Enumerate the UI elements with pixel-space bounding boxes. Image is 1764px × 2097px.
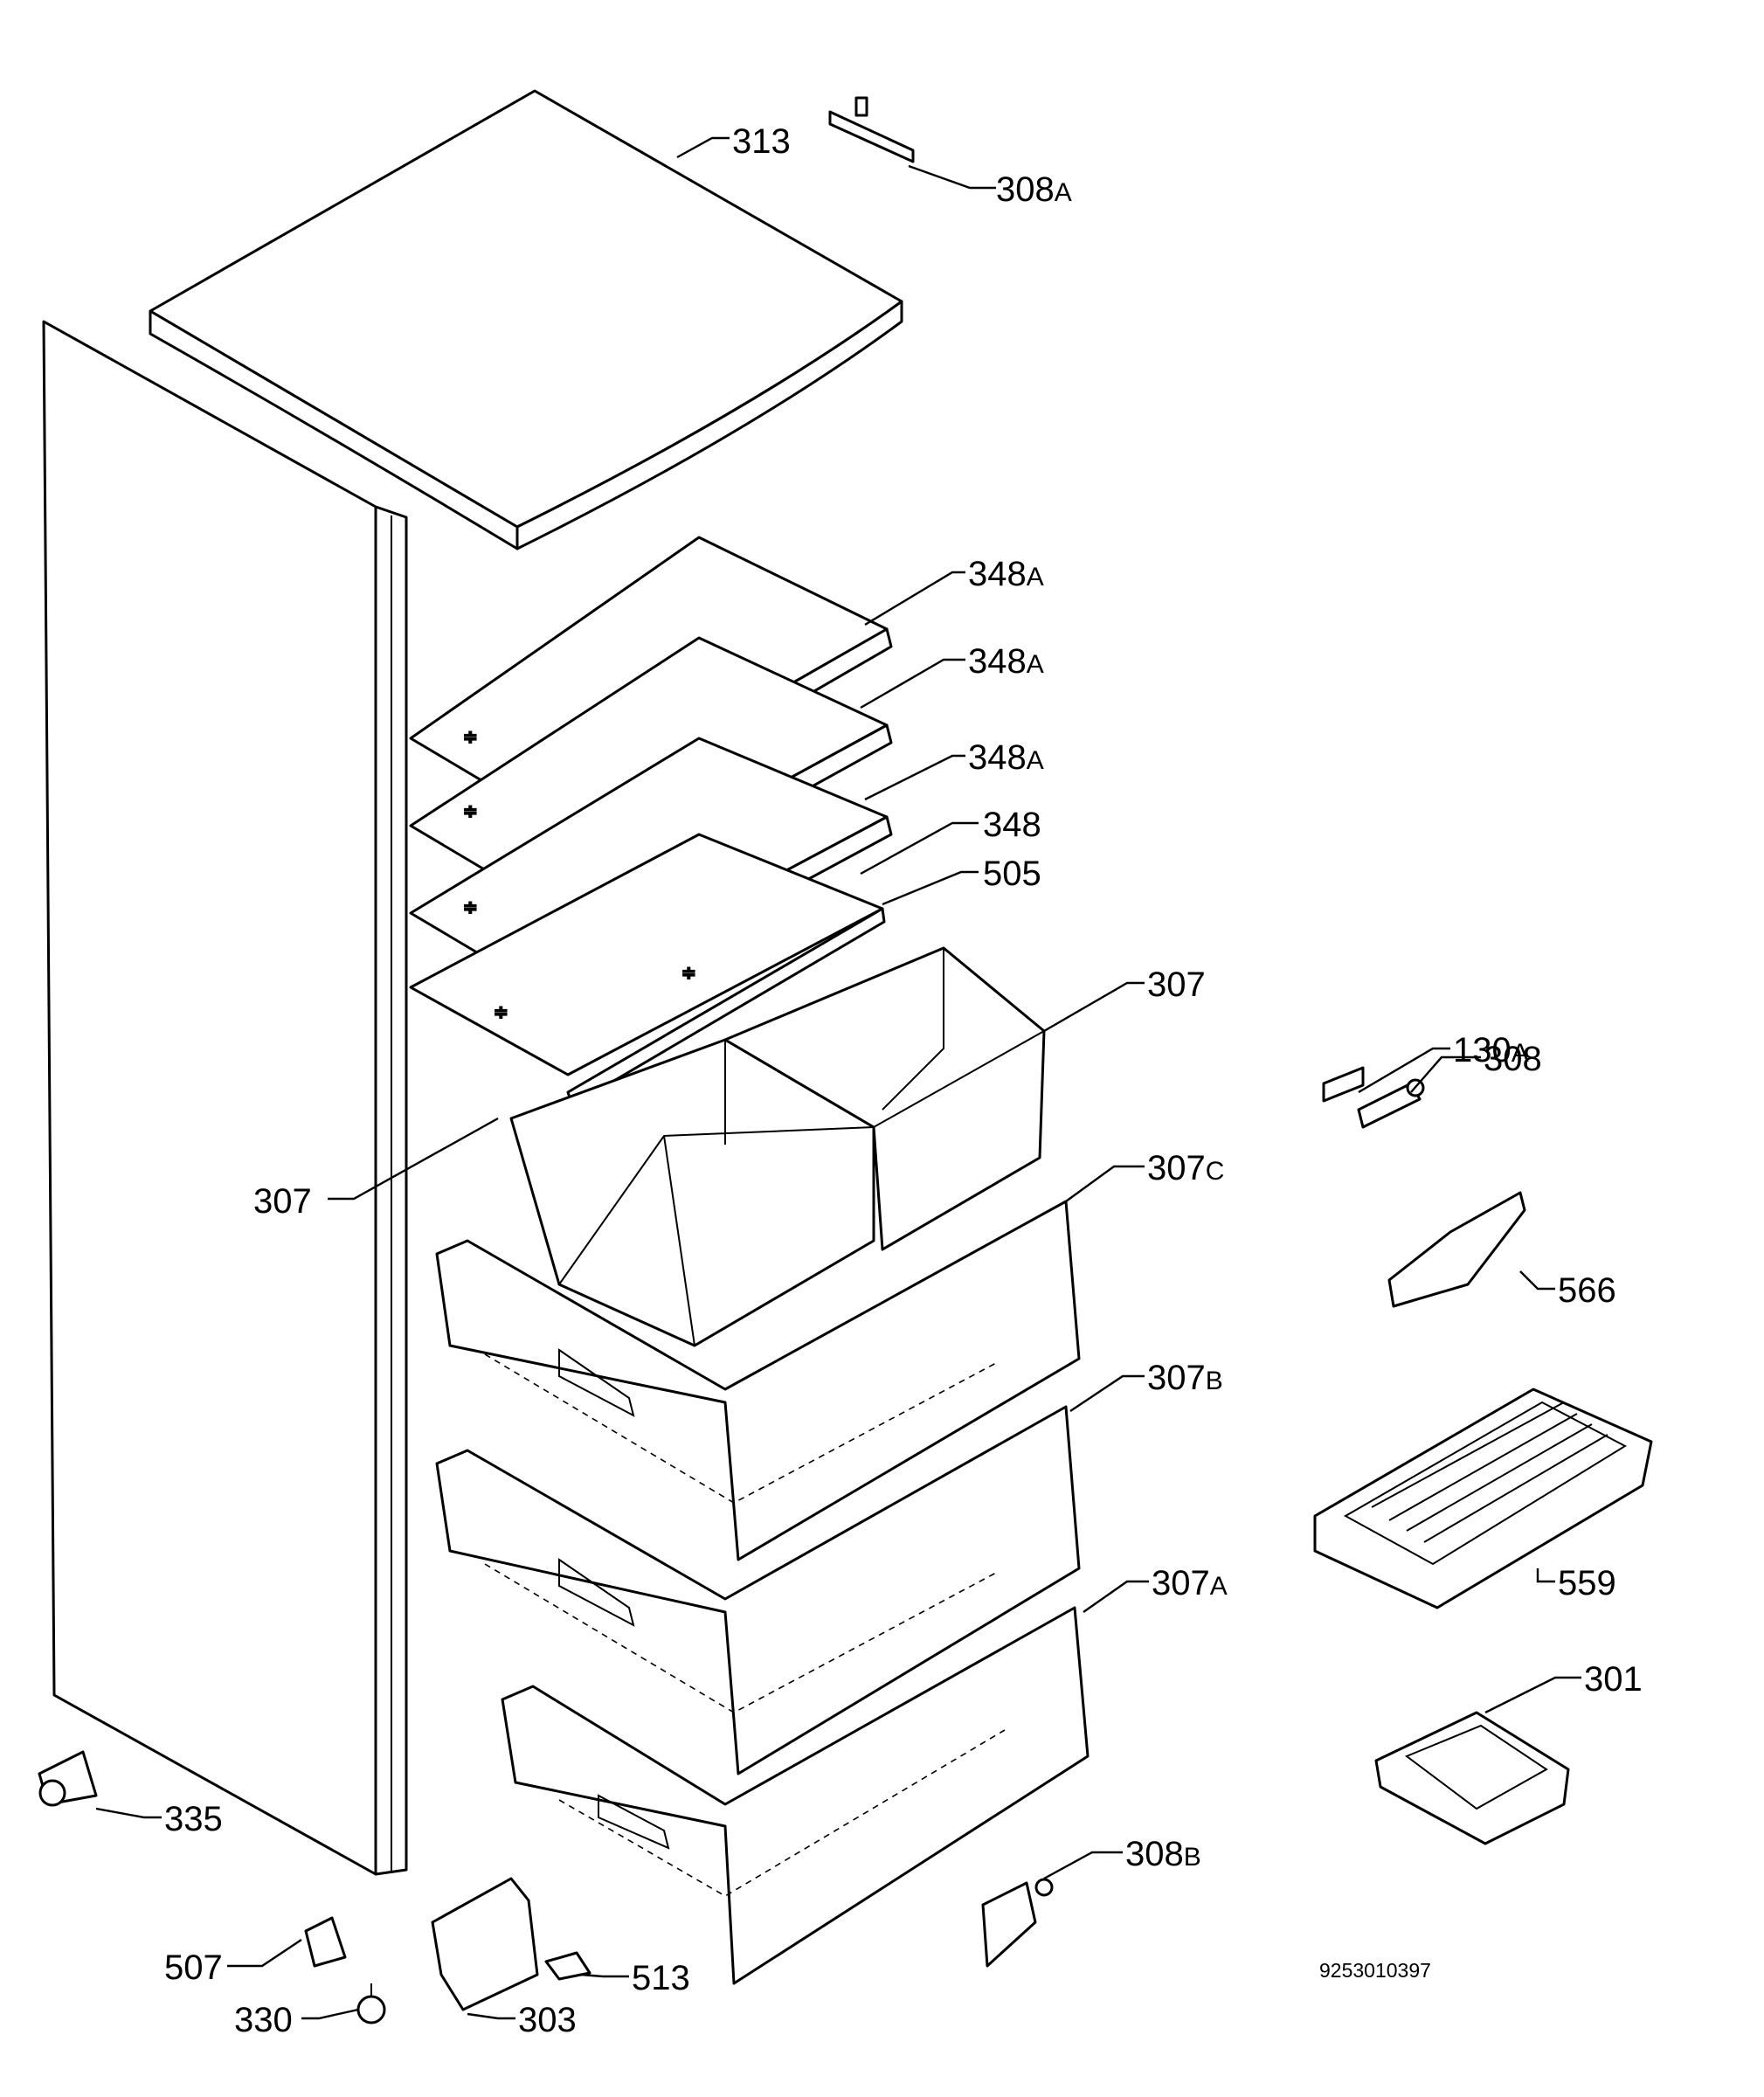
- label-313: 313: [732, 122, 791, 161]
- label-308a: 308A: [996, 170, 1072, 209]
- foot-330: [356, 1983, 386, 2024]
- drawing-reference-number: 9253010397: [1319, 1959, 1431, 1982]
- label-307a: 307A: [1152, 1564, 1228, 1602]
- hinge-308b: [981, 1878, 1054, 1968]
- cabinet-body: [42, 320, 408, 1876]
- label-335: 335: [164, 1800, 223, 1838]
- svg-text:≑: ≑: [463, 800, 478, 821]
- freezer-drawer-307b: [435, 1405, 1081, 1775]
- svg-text:≑: ≑: [463, 726, 478, 747]
- freezer-drawer-307c: [435, 1200, 1081, 1561]
- glass-shelves: ≑ ≑ ≑ ≑ ≑ ≑ ≑ ≑ ≑ ≑ ≑: [409, 536, 893, 1107]
- ice-cube-tray-301: [1374, 1711, 1570, 1845]
- part-labels: 313 308A 348A 348A 348A 348 505 307 307 …: [164, 122, 1643, 2039]
- label-303: 303: [518, 2001, 577, 2039]
- label-348a-2: 348A: [968, 642, 1044, 681]
- ice-tray-ribs: [1371, 1401, 1608, 1543]
- part-513: [544, 1951, 591, 1981]
- svg-text:≑: ≑: [494, 1001, 508, 1022]
- hinge-308a: [828, 96, 915, 163]
- label-130a: 130A: [1453, 1031, 1529, 1069]
- kick-plate-303: [431, 1877, 539, 2011]
- label-559: 559: [1558, 1564, 1616, 1602]
- label-348a-3: 348A: [968, 738, 1044, 777]
- label-307-left: 307: [253, 1182, 312, 1221]
- label-566: 566: [1558, 1271, 1616, 1310]
- ice-tray-559: [1313, 1388, 1653, 1609]
- clip-507: [304, 1916, 347, 1968]
- svg-text:≑: ≑: [681, 962, 696, 983]
- label-307-right: 307: [1147, 965, 1206, 1004]
- label-330: 330: [234, 2001, 293, 2039]
- label-308b: 308B: [1125, 1835, 1201, 1873]
- svg-text:≑: ≑: [463, 896, 478, 917]
- hinge-335: [38, 1750, 98, 1807]
- label-513: 513: [632, 1959, 690, 1997]
- crisper-drawer-right: [723, 946, 1046, 1251]
- label-307c: 307C: [1147, 1149, 1224, 1187]
- label-301: 301: [1584, 1660, 1643, 1699]
- label-307b: 307B: [1147, 1359, 1223, 1397]
- label-348a-1: 348A: [968, 555, 1044, 593]
- freezer-drawer-307a: [501, 1606, 1090, 1985]
- leader-lines: [95, 136, 1581, 2020]
- label-308: 308: [1484, 1040, 1542, 1078]
- label-348: 348: [983, 806, 1041, 844]
- crisper-drawer-left: [509, 1038, 875, 1347]
- top-cover: [149, 89, 903, 550]
- scraper-566: [1387, 1191, 1526, 1308]
- label-507: 507: [164, 1948, 223, 1987]
- part-130a: [1322, 1066, 1365, 1103]
- label-505: 505: [983, 855, 1041, 893]
